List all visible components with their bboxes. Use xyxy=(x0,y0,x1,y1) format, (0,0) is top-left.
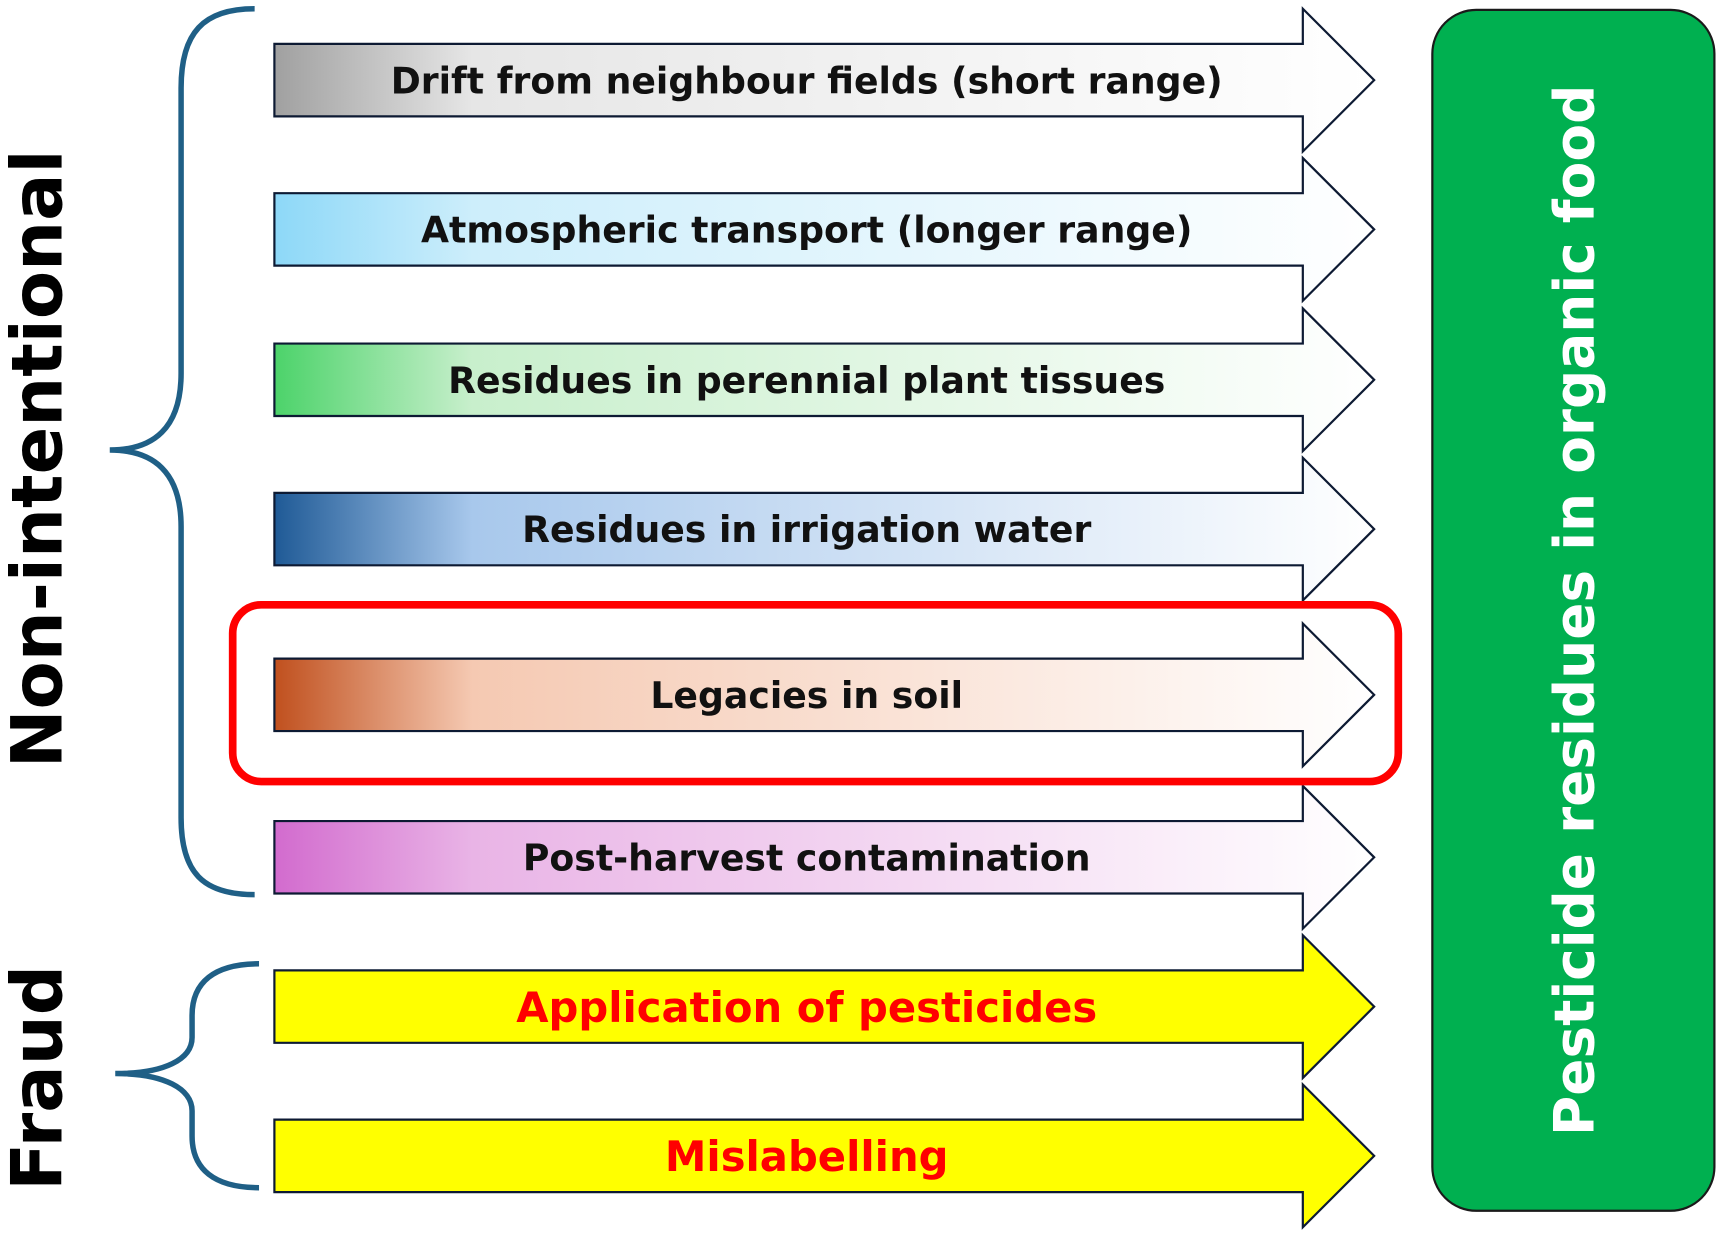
pathway-arrow: Legacies in soil xyxy=(273,620,1376,769)
fraud-label: Fraud xyxy=(0,965,78,1191)
fraud-arrow: Mislabelling xyxy=(273,1081,1376,1230)
pathway-label: Atmospheric transport (longer range) xyxy=(421,209,1192,252)
pathway-label: Residues in perennial plant tissues xyxy=(448,359,1165,402)
non-intentional-brace xyxy=(109,6,255,898)
arrow-shape xyxy=(273,783,1376,932)
arrow-shape xyxy=(273,6,1376,155)
pathway-label: Post-harvest contamination xyxy=(523,836,1091,879)
non-intentional-label: Non-intentional xyxy=(0,149,78,768)
target-box xyxy=(1431,8,1716,1212)
pathway-arrow: Post-harvest contamination xyxy=(273,783,1376,932)
pathway-arrow: Residues in perennial plant tissues xyxy=(273,305,1376,454)
arrow-shape xyxy=(273,305,1376,454)
fraud-label-text: Application of pesticides xyxy=(516,983,1097,1032)
pathway-label: Legacies in soil xyxy=(650,674,963,717)
arrow-shape xyxy=(273,455,1376,604)
pathway-arrow: Drift from neighbour fields (short range… xyxy=(273,6,1376,155)
arrow-shape xyxy=(273,620,1376,769)
fraud-label-text: Mislabelling xyxy=(665,1132,949,1181)
fraud-brace xyxy=(115,961,260,1191)
pathway-arrow: Atmospheric transport (longer range) xyxy=(273,155,1376,304)
pathway-arrow: Residues in irrigation water xyxy=(273,455,1376,604)
pathway-label: Drift from neighbour fields (short range… xyxy=(391,59,1223,102)
pathway-label: Residues in irrigation water xyxy=(522,508,1091,551)
arrow-shape xyxy=(273,1081,1376,1230)
arrow-shape xyxy=(273,932,1376,1081)
arrow-shape xyxy=(273,155,1376,304)
target-label: Pesticide residues in organic food xyxy=(1543,85,1607,1136)
highlight-box xyxy=(228,600,1403,786)
fraud-arrow: Application of pesticides xyxy=(273,932,1376,1081)
